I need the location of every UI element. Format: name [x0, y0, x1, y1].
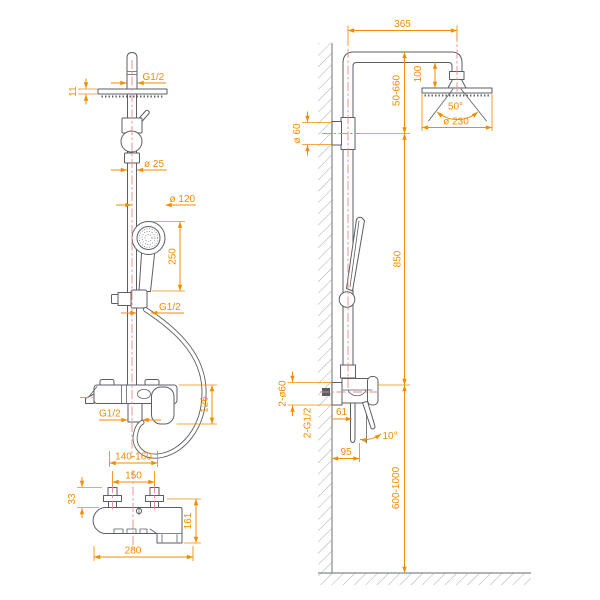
svg-text:161: 161 [183, 512, 194, 529]
svg-text:150: 150 [125, 471, 142, 482]
hand-shower-side [338, 216, 365, 308]
dim-spray-angle: 50° [428, 88, 487, 122]
bottom-view: 33 161 280 [67, 470, 201, 561]
front-view: G1/2 11 ø 25 ø 120 250 G1/2 [68, 52, 217, 486]
overhead-shower-front [97, 88, 168, 98]
dim-install-height: 600-1000 [378, 384, 410, 574]
svg-text:2-G1/2: 2-G1/2 [302, 407, 313, 438]
svg-text:G1/2: G1/2 [159, 302, 181, 313]
svg-text:ø 25: ø 25 [144, 159, 164, 170]
dim-head-diameter: ø 230 [421, 94, 493, 131]
svg-text:140-160: 140-160 [115, 452, 152, 463]
mixer-lever-front [151, 386, 175, 425]
svg-text:126: 126 [199, 396, 210, 413]
dim-body-length: 280 [93, 546, 194, 561]
hand-shower-holder [111, 289, 148, 309]
dim-inlet-range: 140-160 [109, 451, 158, 467]
dim-top-thread: G1/2 [111, 72, 166, 86]
svg-text:600-1000: 600-1000 [391, 466, 402, 509]
hand-shower-front [131, 221, 166, 292]
hose-outlet [127, 403, 143, 423]
mixer-body-bottom [92, 506, 183, 544]
svg-text:ø 60: ø 60 [292, 123, 303, 143]
svg-text:G1/2: G1/2 [99, 409, 121, 420]
dim-hose-thread: G1/2 [121, 302, 184, 316]
dim-height-adjustment: 50-660 [357, 51, 410, 134]
svg-text:280: 280 [125, 546, 142, 557]
svg-text:100: 100 [413, 65, 424, 82]
shower-hose [132, 307, 207, 459]
dim-head-thickness: 11 [68, 78, 97, 105]
mixer-front [85, 379, 178, 425]
dim-head-offset: 100 [413, 62, 438, 89]
holder-knob [338, 291, 356, 308]
wall-hatch [318, 43, 332, 573]
dim-hand-shower-diameter: ø 120 [116, 194, 196, 208]
dim-flange-diameter: ø 60 [292, 111, 332, 156]
diverter-rod [350, 402, 356, 443]
svg-text:50°: 50° [448, 102, 463, 113]
svg-text:850: 850 [392, 250, 403, 267]
dim-arm-reach: 365 [347, 19, 458, 46]
dim-bolt-offset: 33 [67, 477, 102, 518]
dim-pipe-diameter: ø 25 [111, 159, 167, 173]
svg-text:250: 250 [167, 248, 178, 265]
slider-lock [120, 109, 150, 164]
dim-wall-flanges: 2-ø60 [277, 371, 332, 416]
side-view: 365 100 50-660 ø 60 50° ø 230 [277, 19, 531, 585]
svg-text:33: 33 [67, 493, 78, 505]
dim-handle-tilt: 10° [359, 431, 398, 443]
svg-text:2-ø60: 2-ø60 [277, 380, 288, 407]
svg-text:95: 95 [340, 447, 352, 458]
dim-spout-reach: 61 [332, 407, 353, 422]
svg-text:365: 365 [394, 19, 411, 30]
dim-body-depth: 161 [167, 498, 201, 544]
dim-handle-reach: 95 [331, 443, 360, 462]
svg-text:10°: 10° [383, 431, 398, 442]
dim-wall-threads: 2-G1/2 [302, 407, 313, 438]
shower-column-pipe [126, 52, 138, 386]
dim-outlet-thread: G1/2 [99, 409, 161, 423]
svg-text:ø 120: ø 120 [170, 194, 196, 205]
dim-body-height: 126 [176, 384, 217, 425]
mixer-lever-side [362, 401, 376, 430]
svg-text:50-660: 50-660 [391, 74, 402, 106]
floor-hatch [318, 573, 531, 585]
svg-text:ø 230: ø 230 [443, 117, 469, 128]
svg-text:11: 11 [68, 86, 79, 97]
svg-text:61: 61 [336, 407, 348, 418]
dim-hand-shower-length: 250 [152, 221, 185, 292]
dim-column-height: 850 [392, 133, 407, 386]
dim-inlet-spacing: 150 [112, 471, 155, 486]
svg-text:G1/2: G1/2 [143, 72, 165, 83]
